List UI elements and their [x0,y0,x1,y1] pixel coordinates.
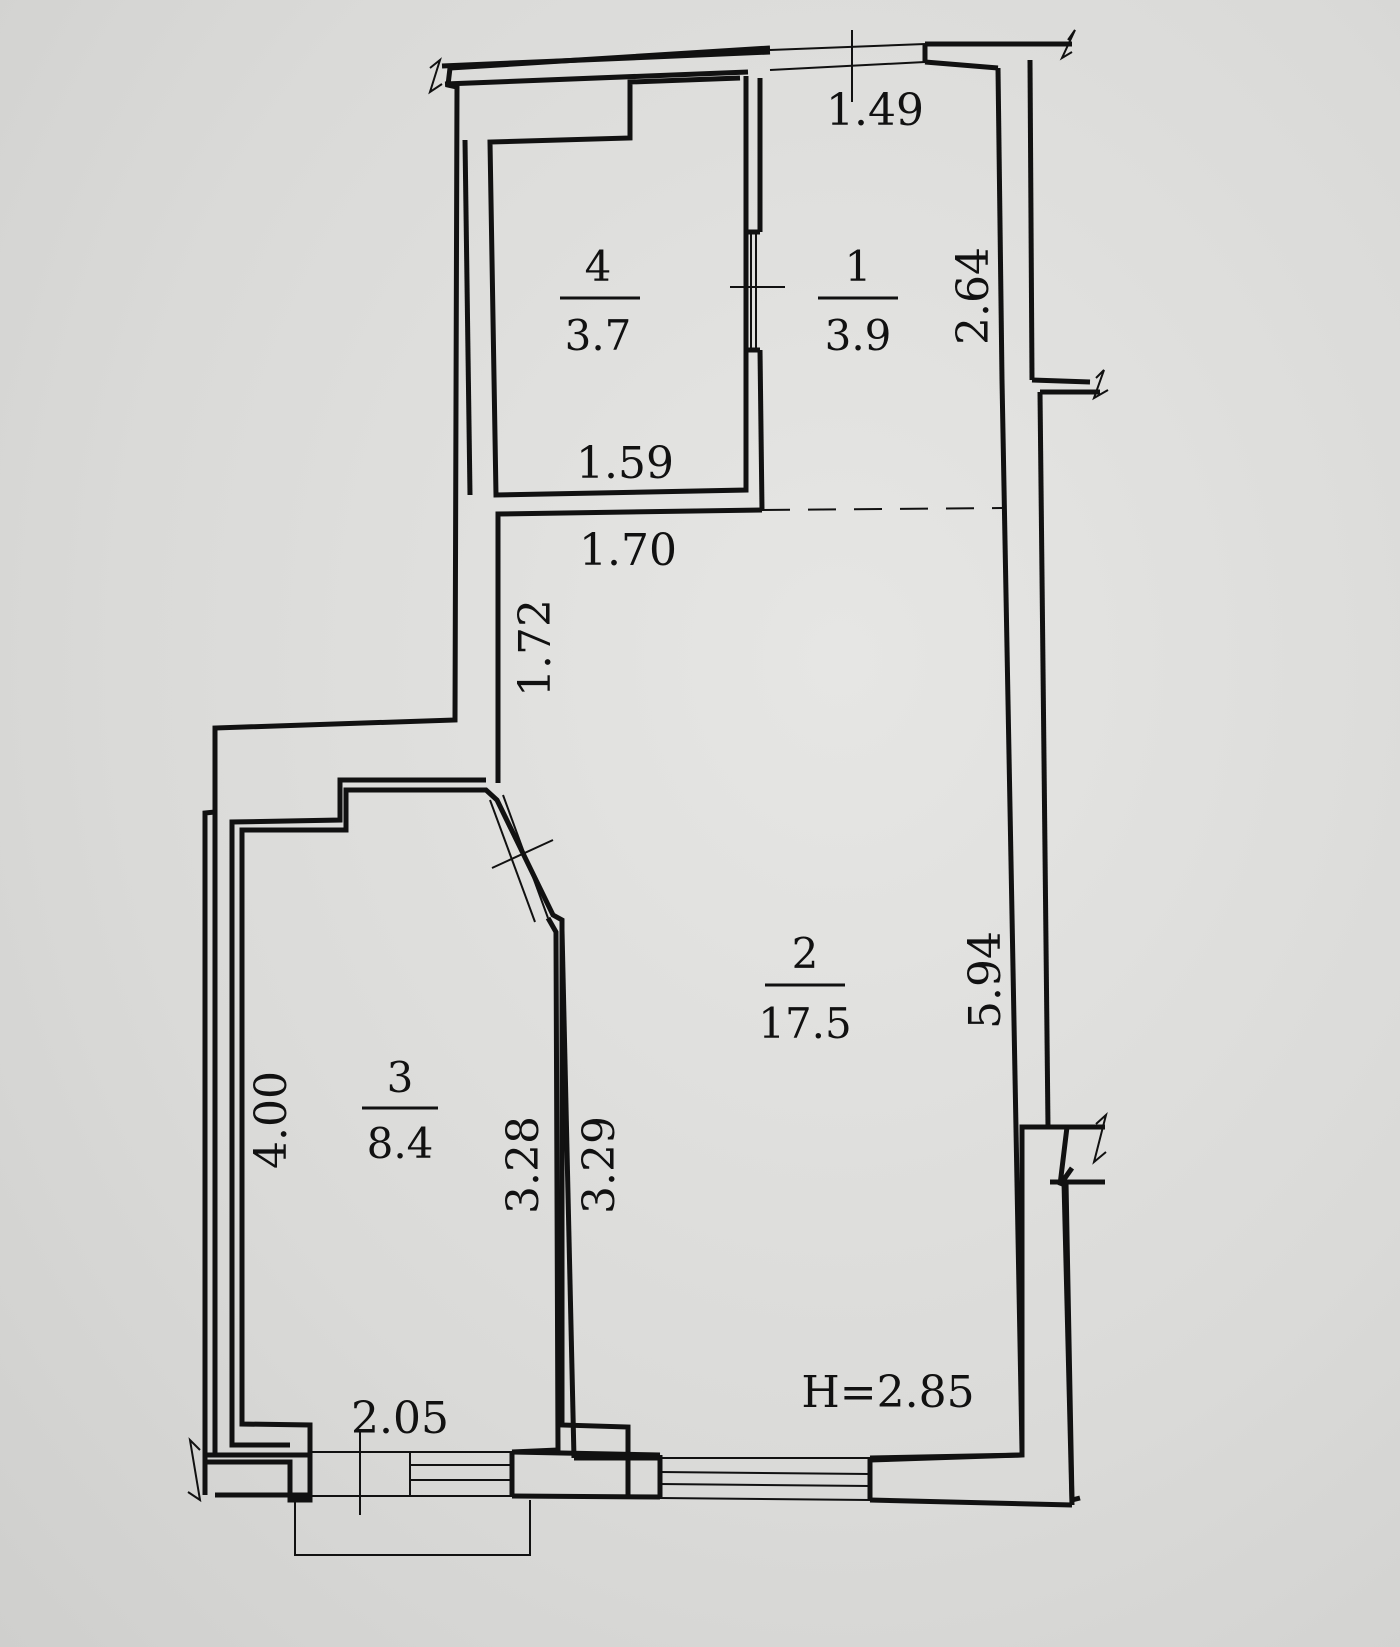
wall-right-lower-outer [1037,391,1051,1128]
wall-top-left [441,49,771,69]
outer-wall-right [867,1124,1075,1497]
wall-right-bottom-outer [1061,1181,1075,1506]
wall-2-left [559,929,577,1459]
break-mark-right-upper [1092,369,1109,401]
room-1-2-separator [761,507,1003,511]
room-2-area: 17.5 [758,999,852,1048]
room-3-number: 3 [387,1053,414,1102]
window-right-c [659,1471,871,1475]
dim-5-94: 5.94 [960,931,1011,1029]
door-2-3-mark [491,839,554,869]
room-4-area: 3.7 [565,311,632,360]
window-right-b [659,1497,871,1501]
door-entrance-line-a [769,43,926,51]
outer-wall [202,45,771,1503]
dim-1-70: 1.70 [579,525,677,576]
wall-top-left-inner [444,69,749,87]
wall-right-upper-outer [1027,59,1035,381]
room-1-area: 3.9 [825,311,892,360]
wall-top-right-inner [924,59,999,71]
wall-3-2-partition [511,916,561,1455]
break-mark-bottom-left [187,1437,202,1503]
wall-right-lower-inner [999,379,1025,1451]
break-mark-right-lower [1092,1112,1108,1165]
room-4-left-outer [462,139,473,496]
room-4-wall [487,75,749,498]
corridor-left-wall [495,507,763,783]
dim-3-28: 3.28 [498,1116,549,1214]
door-entrance-line-b [769,61,926,71]
dim-2-05: 2.05 [351,1393,449,1444]
door-2-3-line-b [489,799,536,923]
break-mark-top-right [1059,29,1076,61]
wall-right-step [1031,377,1091,385]
door-2-3-line-a [502,794,549,919]
dim-1-49: 1.49 [826,85,924,136]
break-mark-top-left [428,57,443,95]
room-4-number: 4 [585,242,612,291]
dim-2-64: 2.64 [948,247,999,345]
ceiling-height: H=2.85 [801,1367,974,1418]
room-4-right-wall-lower [757,349,765,511]
dim-1-59: 1.59 [576,438,674,489]
dim-3-29: 3.29 [574,1116,625,1214]
dim-4-00: 4.00 [246,1071,297,1169]
balcony-outline [294,1500,531,1556]
room-3-walls [229,777,486,1448]
wall-bottom-mid-outer [511,1493,661,1500]
room-3-area: 8.4 [367,1119,434,1168]
wall-bottom-right-outer [869,1497,1073,1508]
wall-right-upper-inner [995,67,1005,381]
wall-bottom-right-inner [869,1452,1023,1461]
room-1-number: 1 [845,242,872,291]
dim-1-72: 1.72 [510,599,561,697]
window-right-d [659,1483,871,1487]
room-2-number: 2 [792,929,819,978]
